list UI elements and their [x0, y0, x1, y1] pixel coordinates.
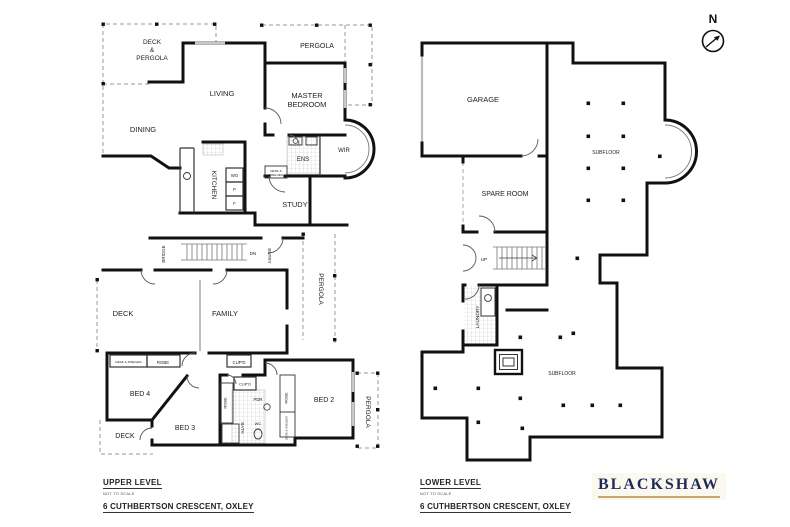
label-ens: ENS [297, 157, 309, 163]
label-deck-lower: DECK [115, 433, 135, 440]
upper-walls [101, 41, 376, 447]
label-bed3: BED 3 [175, 425, 195, 432]
label-f: F [233, 201, 236, 206]
lower-walls [420, 41, 698, 462]
lower-stairs [493, 246, 545, 270]
label-robe-a: ROBE [157, 360, 169, 365]
upper-tiled-floors [202, 136, 321, 444]
lower-light-edges [420, 55, 464, 226]
label-deck-pergola-3: PERGOLA [136, 55, 168, 62]
label-master-1: MASTER [291, 91, 323, 100]
upper-address: 6 CUTHBERTSON CRESCENT, OXLEY [103, 502, 254, 513]
label-laundry: LAUNDRY [475, 305, 481, 329]
blackshaw-logo-text: BLACKSHAW [598, 476, 721, 498]
upper-level-footer: UPPER LEVEL NOT TO SCALE 6 CUTHBERTSON C… [103, 472, 254, 514]
lower-scale-note: NOT TO SCALE [420, 491, 452, 496]
label-robe-c: ROBE [284, 392, 289, 404]
label-deck-pergola: DECK [143, 39, 162, 46]
label-pergola-mid: PERGOLA [317, 273, 324, 305]
label-up: UP [481, 257, 488, 263]
upper-scale-note: NOT TO SCALE [103, 491, 135, 496]
blackshaw-logo: BLACKSHAW [592, 473, 727, 500]
label-cupd-a: CUP'D [233, 360, 246, 365]
label-wo: WO [231, 173, 239, 178]
label-family: FAMILY [212, 309, 238, 318]
label-master-2: BEDROOM [288, 100, 327, 109]
label-entry: ENTRY [267, 248, 272, 263]
label-wc: WC [255, 421, 262, 426]
label-desk-shelves-c: DESK & SHELVES [285, 416, 289, 440]
north-label: N [708, 12, 718, 26]
label-kitchen: KITCHEN [210, 171, 217, 200]
upper-labels: DECK & PERGOLA PERGOLA LIVING MASTER BED… [113, 39, 371, 440]
label-bath: BATH [240, 422, 245, 433]
label-spare-room: SPARE ROOM [482, 191, 529, 198]
lower-door-arcs [462, 138, 539, 300]
label-dining: DINING [130, 125, 156, 134]
lower-level-footer: LOWER LEVEL NOT TO SCALE 6 CUTHBERTSON C… [420, 472, 571, 514]
label-subfloor-top: SUBFLOOR [592, 150, 620, 156]
lower-laundry-fixtures [480, 287, 496, 317]
lower-storage-box [499, 354, 518, 370]
lower-address: 6 CUTHBERTSON CRESCENT, OXLEY [420, 502, 571, 513]
label-subfloor-bottom: SUBFLOOR [548, 371, 576, 377]
label-living: LIVING [210, 89, 235, 98]
lower-labels: GARAGE SUBFLOOR SPARE ROOM UP LAUNDRY SU… [467, 95, 620, 377]
label-desk-shelves-a1: DESK & [270, 169, 282, 173]
label-robe-b: ROBE [223, 397, 228, 409]
lower-level-floorplan: GARAGE SUBFLOOR SPARE ROOM UP LAUNDRY SU… [420, 41, 698, 462]
label-cupd-b: CUP'D [239, 382, 251, 387]
label-bed2: BED 2 [314, 397, 334, 404]
label-p: P [233, 187, 236, 192]
label-deck-family: DECK [113, 309, 134, 318]
upper-stairs [181, 243, 247, 261]
label-garage: GARAGE [467, 95, 499, 104]
upper-door-arcs [139, 107, 300, 441]
upper-level-floorplan: DECK & PERGOLA PERGOLA LIVING MASTER BED… [95, 22, 380, 455]
upper-posts [95, 22, 380, 448]
label-pdr: PDR [253, 397, 262, 402]
lower-posts [433, 101, 662, 431]
lower-level-title: LOWER LEVEL [420, 478, 482, 489]
upper-level-title: UPPER LEVEL [103, 478, 162, 489]
lower-bay-inner-arc [664, 124, 692, 179]
label-deck-pergola-amp: & [150, 47, 155, 54]
label-desk-shelves-a2: SHELVES [269, 173, 283, 177]
label-study: STUDY [282, 200, 307, 209]
label-bed4: BED 4 [130, 391, 150, 398]
label-bridge: BRIDGE [161, 245, 166, 262]
compass-icon [701, 29, 725, 53]
label-pergola-top: PERGOLA [300, 43, 334, 50]
label-pergola-bot: PERGOLA [364, 396, 371, 428]
label-wir: WIR [338, 148, 350, 154]
label-desk-shelves-b: DESK & SHELVES [115, 360, 141, 364]
label-dn: DN [250, 251, 257, 256]
